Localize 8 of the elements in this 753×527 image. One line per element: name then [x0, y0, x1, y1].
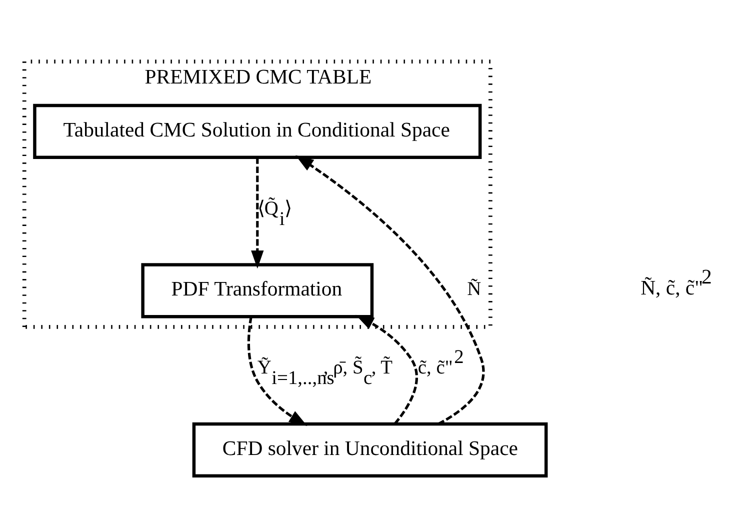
- arrow: [247, 316, 308, 426]
- arrow: [251, 158, 264, 269]
- node-box: Tabulated CMC Solution in Conditional Space: [33, 104, 482, 159]
- arrow: [356, 314, 418, 425]
- node-box: CFD solver in Unconditional Space: [192, 422, 548, 478]
- node-box: PDF Transformation: [141, 263, 374, 318]
- edge-label: Ñ: [467, 279, 482, 300]
- arrow: [295, 155, 485, 426]
